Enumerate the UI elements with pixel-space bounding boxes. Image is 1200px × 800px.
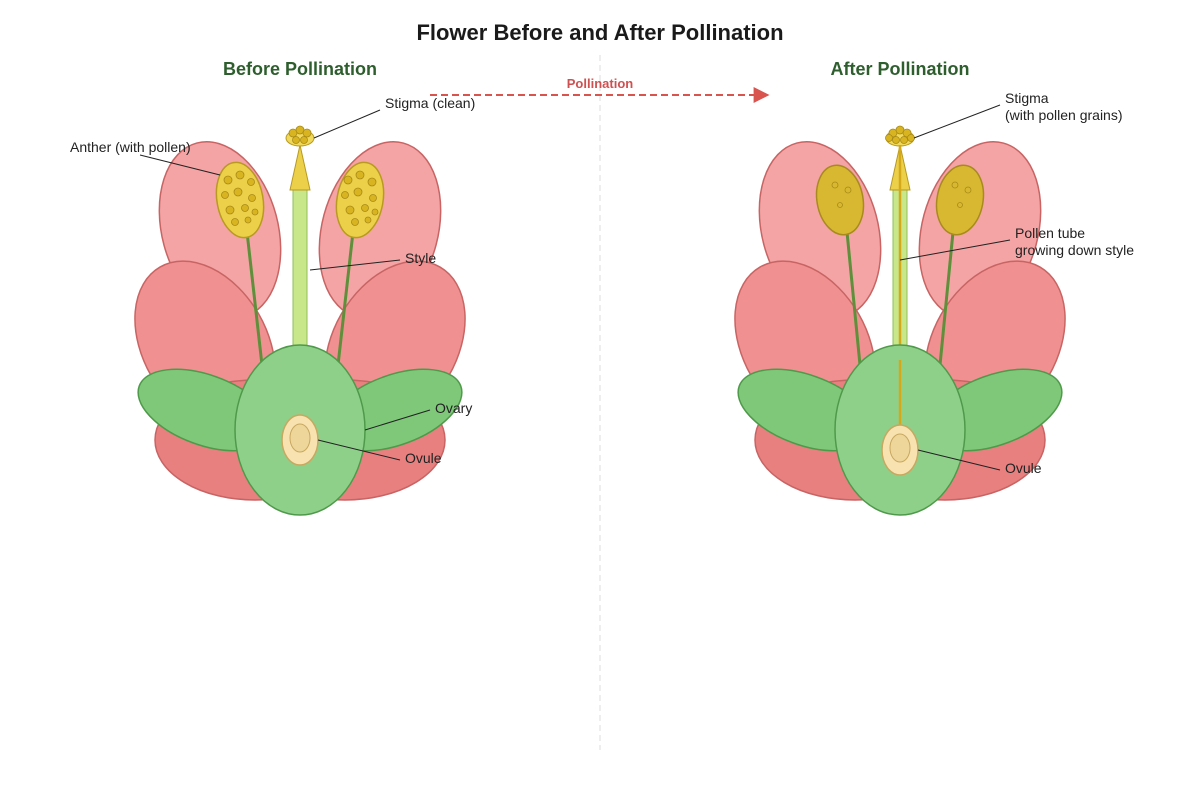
stigma-lobe (300, 136, 308, 144)
leader-ovule-after (917, 449, 1001, 471)
pollen-grain (355, 170, 365, 180)
pollen-grain (892, 136, 900, 144)
pollen-grain (364, 216, 372, 224)
ovule-inner (289, 423, 311, 453)
leader-ovule-before (317, 439, 401, 461)
anther-right-empty (935, 164, 985, 236)
stigma-cone (289, 144, 311, 191)
filament-left (245, 231, 264, 366)
label-stigma-pollinated: Stigma (1005, 90, 1049, 106)
pollen-trace (957, 202, 963, 208)
pollen-trace (837, 202, 843, 208)
pollen-grain (351, 218, 359, 226)
stigma-lobes (288, 125, 312, 144)
pollen-grain (248, 194, 256, 202)
label-ovary: Ovary (435, 400, 472, 416)
pollen-grain (225, 205, 235, 215)
leader-pollen-tube (899, 239, 1011, 261)
leader-stigma-pollinated (913, 104, 1001, 139)
anther-body (935, 164, 985, 236)
pollen-grain (345, 205, 355, 215)
stigma-pollen-grains (885, 125, 915, 144)
label-ovule-after: Ovule (1005, 460, 1042, 476)
pollen-grain (367, 177, 377, 187)
label-stigma-pollinated-detail: (with pollen grains) (1005, 107, 1123, 123)
pollen-grain (371, 208, 379, 216)
filament-right (938, 231, 955, 366)
pollen-grain (885, 134, 893, 142)
pollen-grain (241, 204, 249, 212)
flower-before: Stigma (clean) Anther (with pollen) Styl… (70, 95, 475, 516)
stigma-lobe (292, 136, 300, 144)
diagram-title: Flower Before and After Pollination (416, 20, 783, 45)
leader-anther (139, 154, 221, 176)
pollen-trace (951, 181, 959, 189)
pollen-grain (223, 175, 233, 185)
pollen-grain (341, 191, 349, 199)
stigma-lobe (302, 128, 312, 138)
style (292, 184, 308, 356)
leader-style (309, 259, 401, 271)
pollen-grain (233, 187, 243, 197)
anther-body (815, 164, 865, 236)
pollen-grain (247, 178, 255, 186)
label-anther: Anther (with pollen) (70, 139, 191, 155)
filament-right (336, 231, 355, 366)
pollen-grain (221, 191, 229, 199)
pollen-grain (361, 204, 369, 212)
pollination-arrow: Pollination (430, 76, 770, 103)
pollen-grain (343, 175, 353, 185)
before-heading: Before Pollination (223, 59, 377, 79)
pollen-grain (907, 134, 915, 142)
label-stigma-clean: Stigma (clean) (385, 95, 475, 111)
pollen-trace (844, 186, 852, 194)
pollen-grain (369, 194, 377, 202)
pollen-grain (244, 216, 252, 224)
pollen-grain (251, 208, 259, 216)
anther-left-empty (815, 164, 865, 236)
ovule-inner (889, 433, 911, 463)
anther-right (335, 161, 385, 239)
pollen-grain (353, 187, 363, 197)
filament-left (845, 231, 862, 366)
pollen-trace (964, 186, 972, 194)
pollen-grain (900, 136, 908, 144)
label-pollen-tube: Pollen tube (1015, 225, 1085, 241)
pollination-arrow-label: Pollination (567, 76, 634, 91)
label-ovule-before: Ovule (405, 450, 442, 466)
after-heading: After Pollination (831, 59, 970, 79)
pollen-trace (831, 181, 839, 189)
leader-ovary (364, 409, 431, 431)
pollen-grain (235, 170, 245, 180)
label-pollen-tube-detail: growing down style (1015, 242, 1134, 258)
label-style: Style (405, 250, 436, 266)
pollen-grain (231, 218, 239, 226)
flower-after: Stigma (with pollen grains) Pollen tube … (734, 90, 1134, 516)
leader-stigma-clean (313, 109, 381, 139)
anther-left (215, 161, 265, 239)
